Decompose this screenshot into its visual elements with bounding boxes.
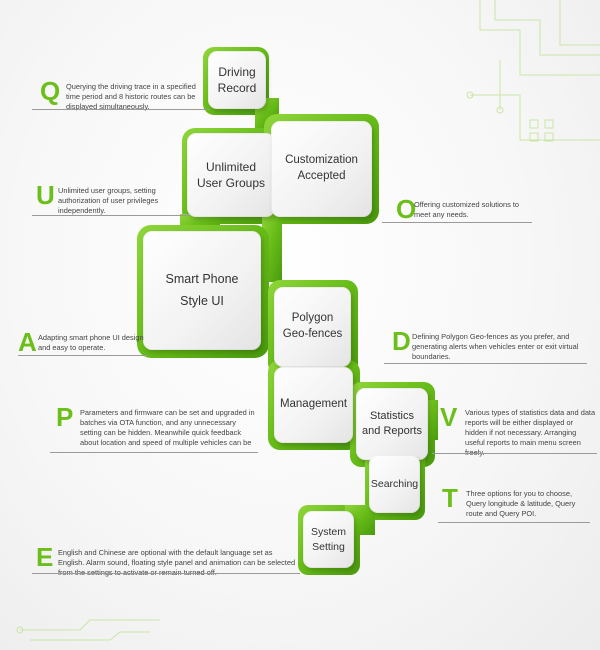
tile-customization-accepted[interactable]: Customization Accepted (271, 121, 372, 217)
tile-unlimited-user-groups[interactable]: Unlimited User Groups (187, 133, 275, 217)
note-p-rule (50, 452, 258, 453)
note-v-text: Various types of statistics data and dat… (465, 408, 596, 457)
note-u-text: Unlimited user groups, setting authoriza… (58, 186, 159, 215)
tile-management[interactable]: Management (274, 367, 353, 443)
tile-customization-accepted-label: Customization Accepted (285, 154, 358, 182)
note-q-rule (32, 109, 210, 110)
note-p-text: Parameters and firmware can be set and u… (80, 408, 255, 447)
note-v-letter: V (440, 402, 458, 432)
note-a-text: Adapting smart phone UI design and easy … (38, 333, 144, 352)
note-q-letter: Q (40, 76, 61, 106)
note-e-rule (32, 573, 300, 574)
note-u-letter: U (36, 180, 55, 210)
tile-system-setting[interactable]: System Setting (303, 511, 354, 568)
tile-polygon-geo-fences[interactable]: Polygon Geo-fences (274, 287, 351, 367)
note-e-letter: E (36, 542, 54, 572)
note-a-rule (18, 355, 148, 356)
tile-unlimited-user-groups-label: Unlimited User Groups (196, 159, 266, 190)
tile-searching-label: Searching (370, 477, 419, 490)
tile-searching[interactable]: Searching (369, 455, 420, 513)
note-t-rule (438, 522, 590, 523)
note-u-rule (32, 215, 190, 216)
tile-smart-phone-style-ui[interactable]: Smart Phone Style UI (143, 231, 261, 350)
note-o-letter: O (396, 194, 417, 224)
note-o-rule (382, 222, 532, 223)
tile-statistics-and-reports-label: Statistics and Reports (362, 410, 422, 437)
tile-polygon-geo-fences-label: Polygon Geo-fences (282, 312, 343, 340)
tile-smart-phone-style-ui-label: Smart Phone Style UI (165, 272, 239, 308)
note-q-text: Querying the driving trace in a specifie… (66, 82, 196, 111)
tile-driving-record-label: Driving Record (217, 64, 257, 95)
note-v-rule (432, 453, 597, 454)
tile-statistics-and-reports[interactable]: Statistics and Reports (356, 388, 428, 460)
note-o-text: Offering customized solutions to meet an… (414, 200, 520, 219)
note-p-letter: P (56, 402, 74, 432)
note-t-letter: T (442, 483, 458, 513)
tile-driving-record[interactable]: Driving Record (208, 51, 266, 109)
note-d-text: Defining Polygon Geo-fences as you prefe… (412, 332, 579, 361)
note-a-letter: A (18, 327, 37, 357)
note-d-letter: D (392, 326, 411, 356)
note-d-rule (384, 363, 587, 364)
tile-system-setting-label: System Setting (310, 526, 346, 553)
note-e-text: English and Chinese are optional with th… (58, 548, 296, 577)
note-t-text: Three options for you to choose, Query l… (466, 489, 576, 518)
tile-management-label: Management (279, 398, 348, 411)
